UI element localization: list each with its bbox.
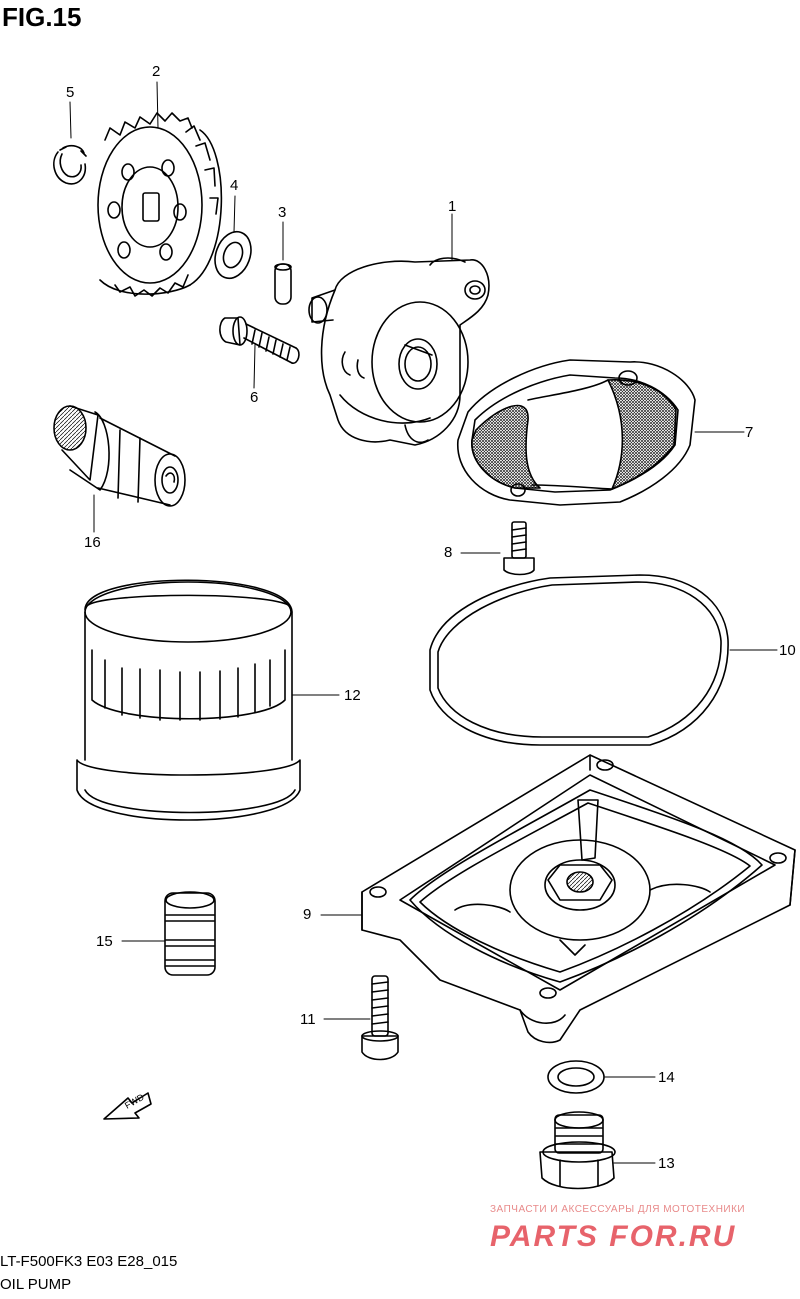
watermark-logo: PARTS FOR.RU [490, 1220, 736, 1253]
callout-10: 10 [779, 642, 796, 659]
callout-2: 2 [152, 63, 161, 80]
callout-12: 12 [344, 687, 361, 704]
callout-9: 9 [303, 906, 312, 923]
oil-strainer-part-7 [457, 359, 696, 506]
callout-1: 1 [448, 198, 457, 215]
callout-11: 11 [300, 1011, 316, 1028]
callout-3: 3 [278, 204, 287, 221]
dowel-pin-part-3 [274, 263, 292, 305]
watermark-logo-text: PARTS FOR.RU [490, 1220, 736, 1253]
washer-part-4 [214, 230, 252, 280]
circlip-part-5 [53, 145, 87, 185]
oil-pan-part-9 [361, 754, 796, 1044]
pan-gasket-part-10 [429, 574, 729, 746]
section-name: OIL PUMP [0, 1276, 72, 1293]
oil-filter-part-12 [76, 579, 301, 821]
callout-8: 8 [444, 544, 453, 561]
dowel-part-15 [164, 891, 216, 976]
callout-15: 15 [96, 933, 113, 950]
callout-4: 4 [230, 177, 239, 194]
bolt-part-11 [361, 975, 399, 1061]
callout-13: 13 [658, 1155, 675, 1172]
oil-pump-part-1 [308, 257, 490, 446]
drain-plug-part-13 [539, 1111, 616, 1190]
watermark-tagline: ЗАПЧАСТИ И АКСЕССУАРЫ ДЛЯ МОТОТЕХНИКИ [490, 1204, 746, 1215]
pump-gear-part-2 [97, 112, 223, 297]
bolt-part-6 [219, 316, 300, 364]
callout-7: 7 [745, 424, 754, 441]
callout-16: 16 [84, 534, 101, 551]
drain-washer-part-14 [547, 1060, 605, 1094]
callout-6: 6 [250, 389, 259, 406]
oil-pressure-switch-part-16 [53, 405, 186, 507]
figure-title: FIG.15 [2, 2, 82, 32]
fwd-arrow-icon: FWD [103, 1092, 152, 1120]
callout-14: 14 [658, 1069, 675, 1086]
leader-lines [69, 81, 778, 1164]
model-code: LT-F500FK3 E03 E28_015 [0, 1253, 178, 1270]
callout-5: 5 [66, 84, 75, 101]
bolt-part-8 [503, 521, 535, 576]
